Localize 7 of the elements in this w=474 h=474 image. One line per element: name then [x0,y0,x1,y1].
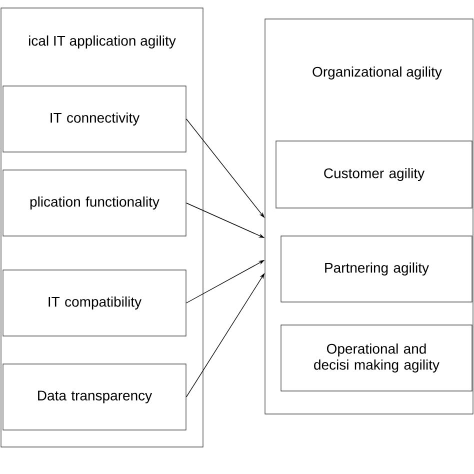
factor-box: Customer agility [276,140,472,208]
factor-box: Operational and decisi making agility [280,324,472,392]
factor-box: Partnering agility [280,236,472,302]
factor-box: IT compatibility [2,270,186,336]
factor-box: plication functionality [2,170,186,236]
factor-box: Data transparency [2,364,186,430]
factor-box: IT connectivity [2,86,186,152]
